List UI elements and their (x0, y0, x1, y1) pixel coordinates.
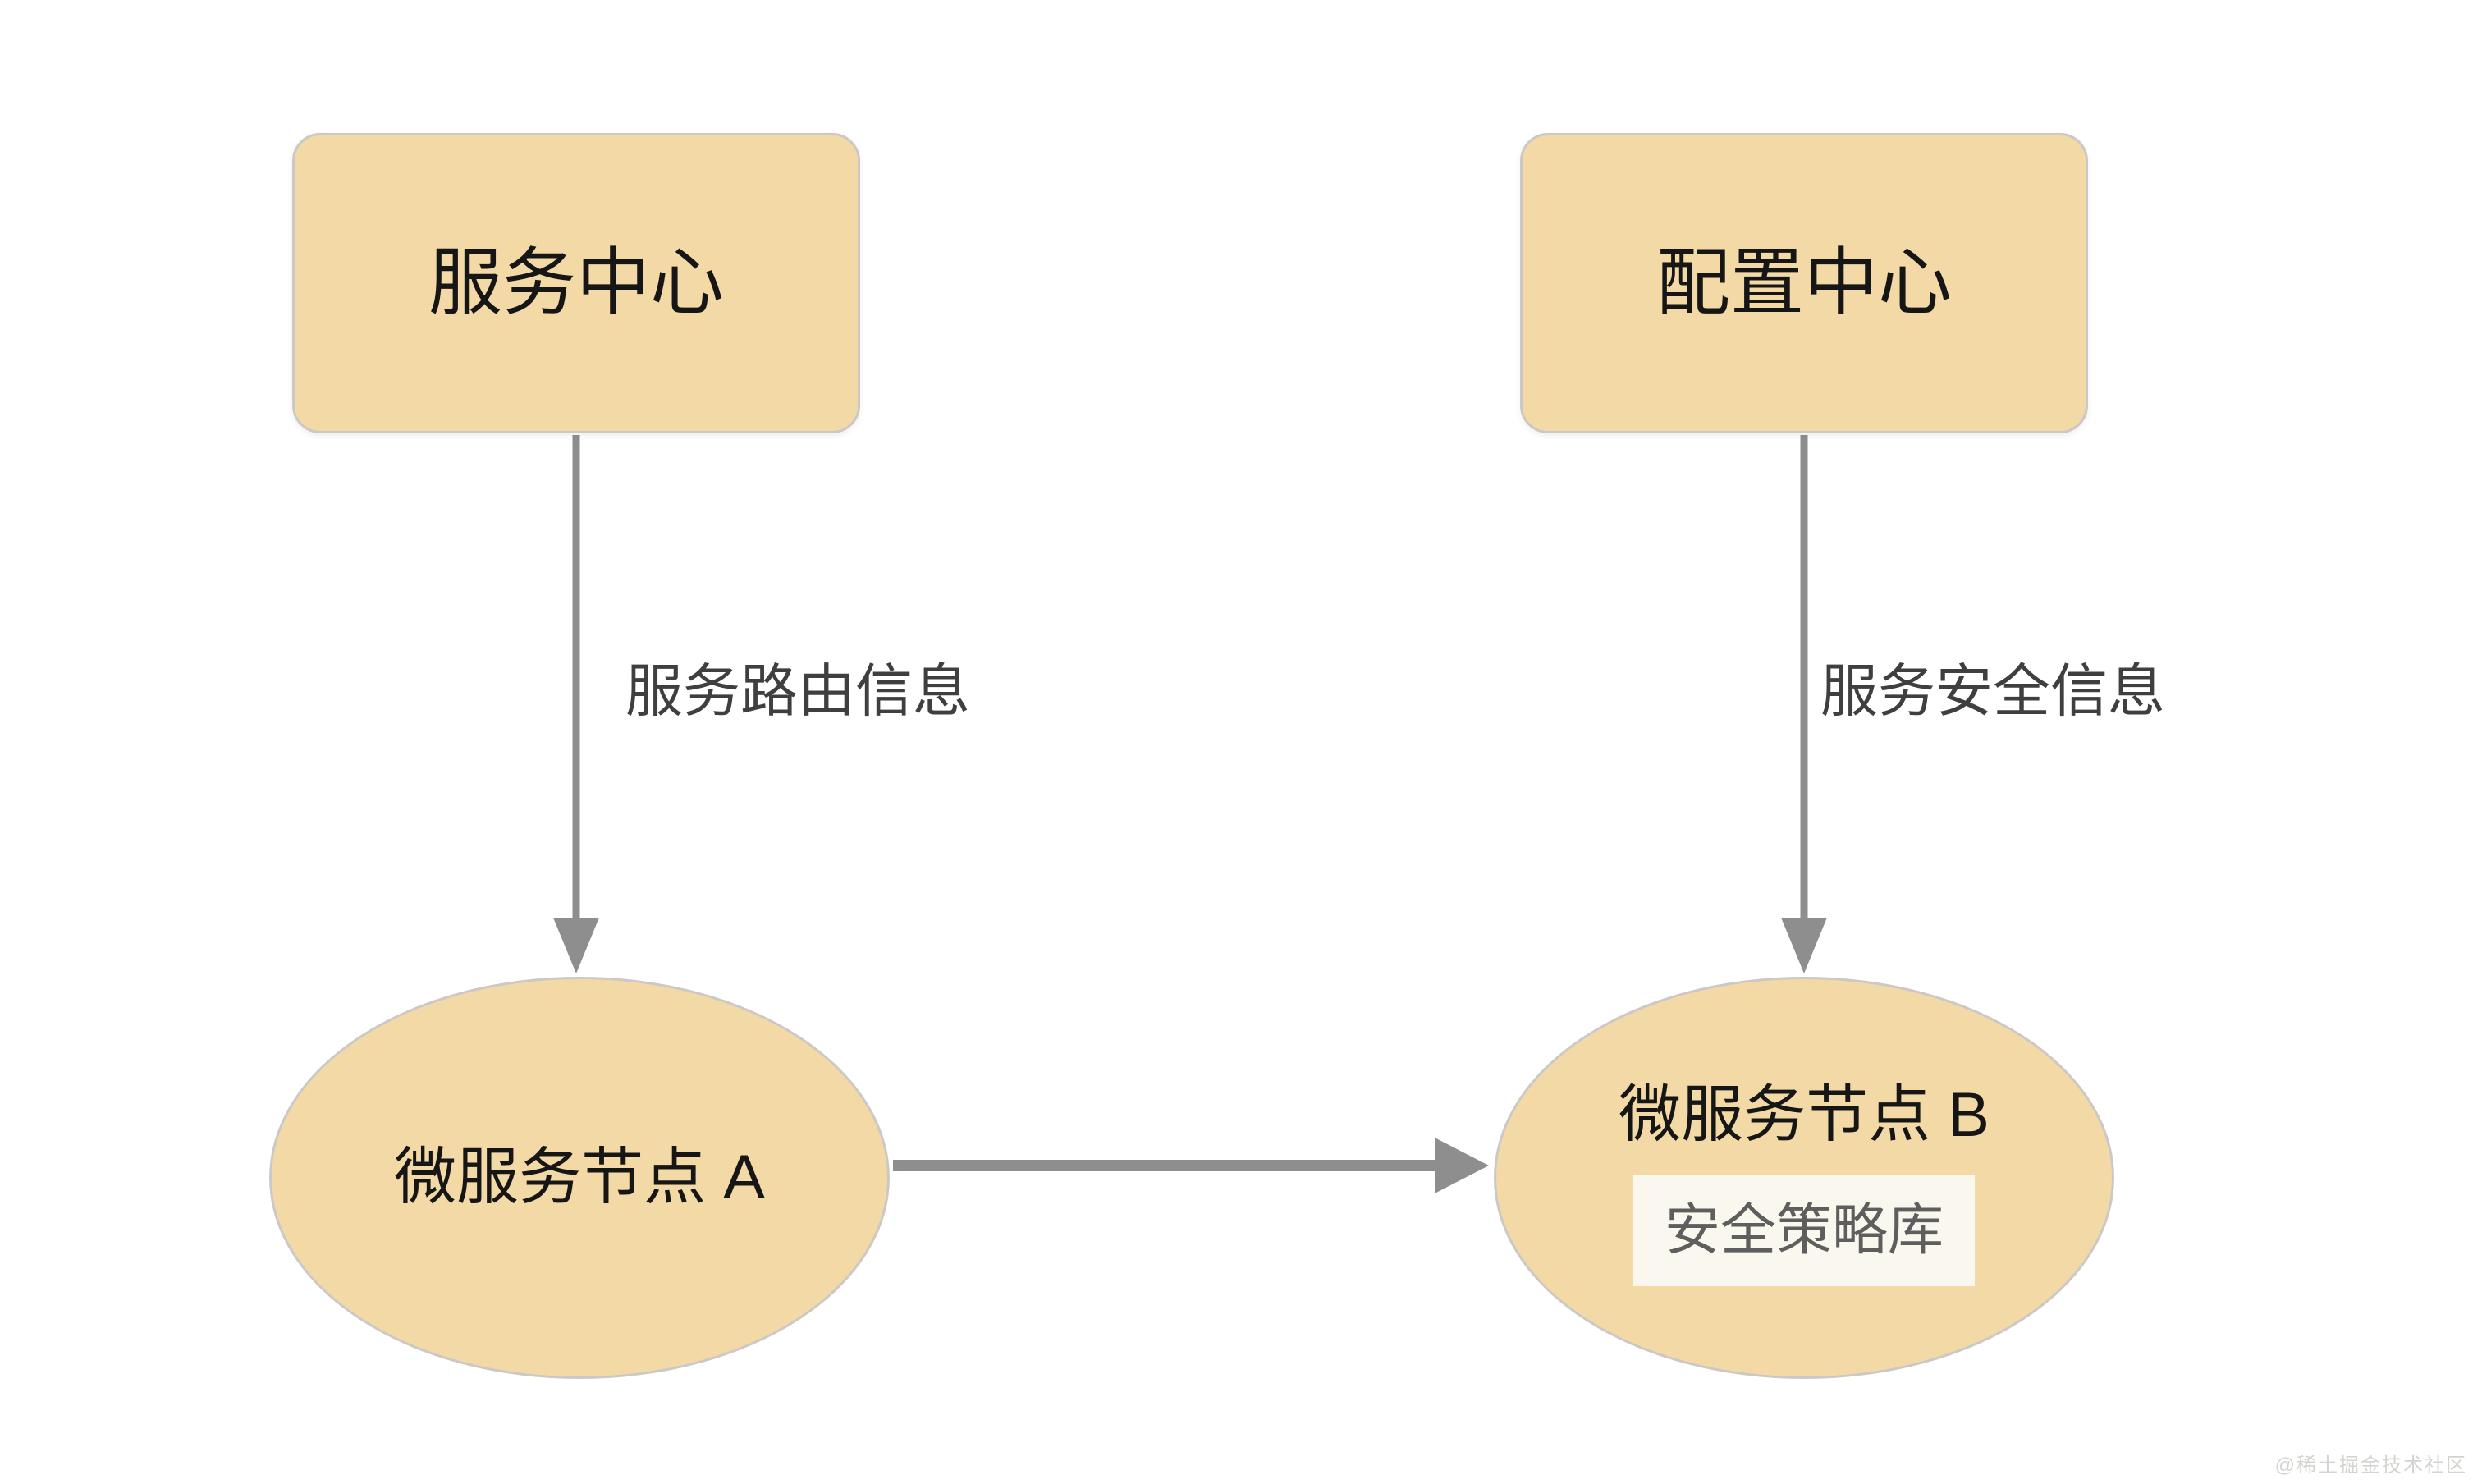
edge-service-routing-arrow (553, 435, 599, 973)
watermark-text: @稀土掘金技术社区 (2274, 1454, 2467, 1477)
node-microservice-a: 微服务节点 A (269, 977, 890, 1379)
node-config-center: 配置中心 (1520, 133, 2088, 433)
edge-service-security-arrow (1781, 435, 1827, 973)
edge-label-service-routing: 服务路由信息 (625, 659, 970, 723)
security-policy-store-box: 安全策略库 (1633, 1174, 1975, 1286)
node-config-center-label: 配置中心 (1656, 242, 1952, 324)
node-microservice-b: 微服务节点 B 安全策略库 (1494, 977, 2114, 1379)
node-microservice-a-label: 微服务节点 A (394, 1143, 765, 1213)
node-service-center-label: 服务中心 (428, 242, 724, 324)
edge-node-a-to-node-b-arrow (893, 1138, 1489, 1193)
security-policy-store-label: 安全策略库 (1664, 1198, 1944, 1262)
node-service-center: 服务中心 (292, 133, 860, 433)
node-microservice-b-label: 微服务节点 B (1619, 1080, 1990, 1151)
edge-label-service-security: 服务安全信息 (1820, 659, 2165, 723)
